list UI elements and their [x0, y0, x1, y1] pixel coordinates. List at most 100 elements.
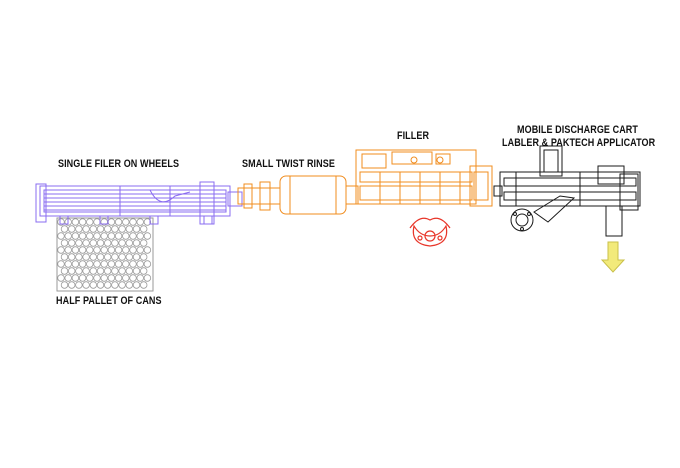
pallet-can: [78, 260, 87, 268]
pallet-can: [136, 260, 144, 268]
pallet-can: [118, 281, 126, 289]
pallet-can: [93, 274, 101, 282]
pallet-can: [86, 246, 94, 254]
pallet-can: [114, 232, 123, 240]
label-half-pallet: HALF PALLET OF CANS: [56, 295, 162, 307]
pallet-can: [103, 253, 112, 261]
pallet-can: [60, 253, 69, 261]
pallet-can: [132, 267, 141, 275]
pallet-can: [118, 267, 126, 275]
pallet-can: [139, 225, 148, 233]
pallet-can: [132, 253, 141, 261]
pallet-can: [118, 225, 126, 233]
pallet-can: [111, 267, 119, 275]
pallet-can: [139, 239, 148, 247]
pallet-can: [60, 267, 69, 275]
pallet-can: [122, 274, 130, 282]
pallet-can: [136, 218, 144, 226]
pallet-can: [132, 239, 141, 247]
pallet-can: [129, 274, 137, 282]
pallet-can: [75, 253, 83, 261]
pallet-can: [143, 246, 152, 254]
pallet-can: [89, 225, 97, 233]
pallet-can: [125, 253, 133, 261]
pallet-can: [96, 267, 105, 275]
pallet-can: [82, 253, 90, 261]
pallet-can: [143, 218, 152, 226]
pallet-can: [64, 260, 72, 268]
label-filler: FILLER: [397, 130, 430, 142]
pallet-can: [75, 239, 83, 247]
pallet-can: [122, 218, 130, 226]
pallet-can: [100, 260, 108, 268]
pallet-can: [114, 218, 123, 226]
pallet-can: [96, 253, 105, 261]
pallet-can: [67, 281, 76, 289]
pallet-can: [129, 218, 137, 226]
pallet-can: [93, 246, 101, 254]
pallet-can: [93, 218, 101, 226]
pallet-can: [111, 225, 119, 233]
pallet-can: [86, 260, 94, 268]
pallet-can: [67, 239, 76, 247]
pallet-can: [107, 246, 116, 254]
pallet-can: [107, 260, 116, 268]
pallet-can: [139, 253, 148, 261]
pallet-can: [136, 232, 144, 240]
pallet-can: [60, 225, 69, 233]
pallet-can: [89, 239, 97, 247]
pallet-can: [89, 253, 97, 261]
pallet-can: [103, 225, 112, 233]
pallet-can: [125, 281, 133, 289]
pallet-can: [71, 218, 80, 226]
mobile-discharge-cart: [493, 145, 641, 237]
pallet-can: [78, 274, 87, 282]
pallet-can: [103, 239, 112, 247]
pallet-can: [71, 232, 80, 240]
pallet-can: [143, 260, 152, 268]
pallet-can: [71, 246, 80, 254]
pallet-can: [86, 232, 94, 240]
pallet-can: [111, 239, 119, 247]
pallet-can: [103, 267, 112, 275]
pallet-can: [67, 225, 76, 233]
pallet-can: [89, 281, 97, 289]
pallet-can: [107, 232, 116, 240]
pallet-can: [100, 232, 108, 240]
pallet-can: [57, 274, 65, 282]
pallet-can: [75, 281, 83, 289]
pallet-can: [93, 232, 101, 240]
pallet-can: [67, 267, 76, 275]
pallet-can: [122, 260, 130, 268]
pallet-can: [111, 281, 119, 289]
pallet-can: [143, 274, 152, 282]
half-pallet-of-cans: [56, 217, 154, 292]
single-filer-on-wheels: [35, 181, 243, 225]
pallet-can: [71, 274, 80, 282]
pallet-can: [57, 246, 65, 254]
filler-machine: [355, 149, 493, 207]
pallet-can: [114, 260, 123, 268]
pallet-can: [125, 267, 133, 275]
pallet-can: [100, 274, 108, 282]
pallet-can: [86, 218, 94, 226]
pallet-can: [82, 239, 90, 247]
pallet-can: [93, 260, 101, 268]
pallet-can: [64, 232, 72, 240]
pallet-can: [118, 253, 126, 261]
pallet-can: [114, 246, 123, 254]
pallet-can: [136, 246, 144, 254]
pallet-can: [86, 274, 94, 282]
pallet-can: [78, 218, 87, 226]
label-discharge-line1: MOBILE DISCHARGE CART: [517, 124, 638, 136]
pallet-can: [57, 232, 65, 240]
pallet-can: [125, 239, 133, 247]
pallet-can: [57, 260, 65, 268]
pallet-can: [100, 246, 108, 254]
pallet-can: [111, 253, 119, 261]
pallet-can: [57, 218, 65, 226]
pallet-can: [64, 274, 72, 282]
pallet-can: [60, 281, 69, 289]
pallet-can: [60, 239, 69, 247]
